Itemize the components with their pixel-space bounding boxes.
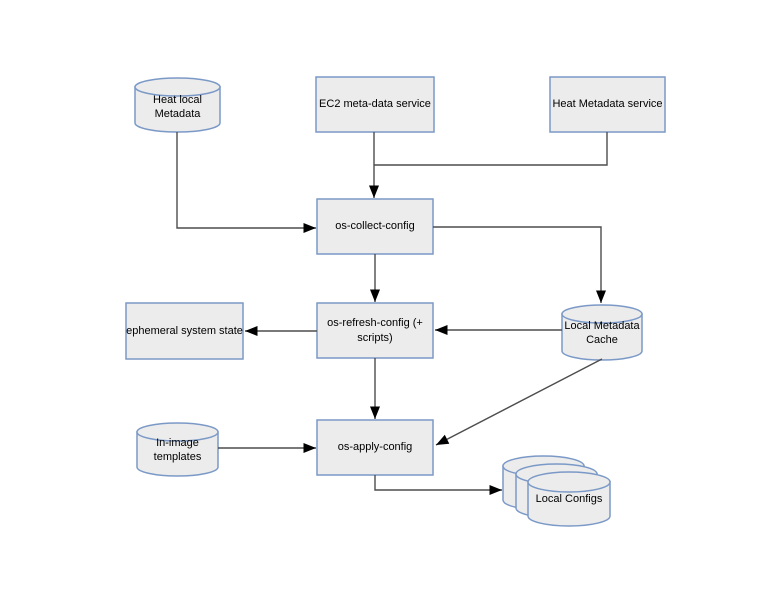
node-heat-local-metadata bbox=[134, 77, 221, 133]
label-heat-metadata-service: Heat Metadata service bbox=[552, 98, 663, 111]
label-local-metadata-cache: Local Metadata Cache bbox=[564, 319, 640, 346]
node-ephemeral-system-state bbox=[125, 302, 244, 360]
edge-collect-to-cache bbox=[433, 226, 606, 303]
label-os-collect-config: os-collect-config bbox=[335, 220, 415, 233]
node-local-configs bbox=[502, 455, 611, 527]
node-ec2-metadata-service bbox=[315, 76, 435, 133]
edge-heat-local-to-collect bbox=[176, 132, 316, 233]
label-local-configs: Local Configs bbox=[535, 492, 603, 505]
label-os-refresh-config: os-refresh-config (+ scripts) bbox=[327, 317, 423, 344]
label-heat-local-metadata: Heat local Metadata bbox=[153, 93, 202, 120]
node-local-metadata-cache bbox=[561, 304, 643, 361]
edge-apply-to-configs bbox=[374, 475, 502, 495]
node-os-apply-config bbox=[316, 419, 434, 476]
label-in-image-templates: In-image templates bbox=[153, 436, 202, 463]
node-in-image-templates bbox=[136, 422, 219, 477]
node-os-collect-config bbox=[316, 198, 434, 255]
label-os-apply-config: os-apply-config bbox=[337, 441, 413, 454]
node-heat-metadata-service bbox=[549, 76, 666, 133]
label-ec2-metadata-service: EC2 meta-data service bbox=[319, 98, 431, 111]
label-ephemeral-system-state: ephemeral system state bbox=[126, 324, 243, 337]
local-configs-cylinder-front bbox=[527, 471, 611, 527]
edge-cache-to-apply bbox=[435, 358, 603, 446]
edge-heat-metadata-to-junction bbox=[374, 132, 608, 166]
